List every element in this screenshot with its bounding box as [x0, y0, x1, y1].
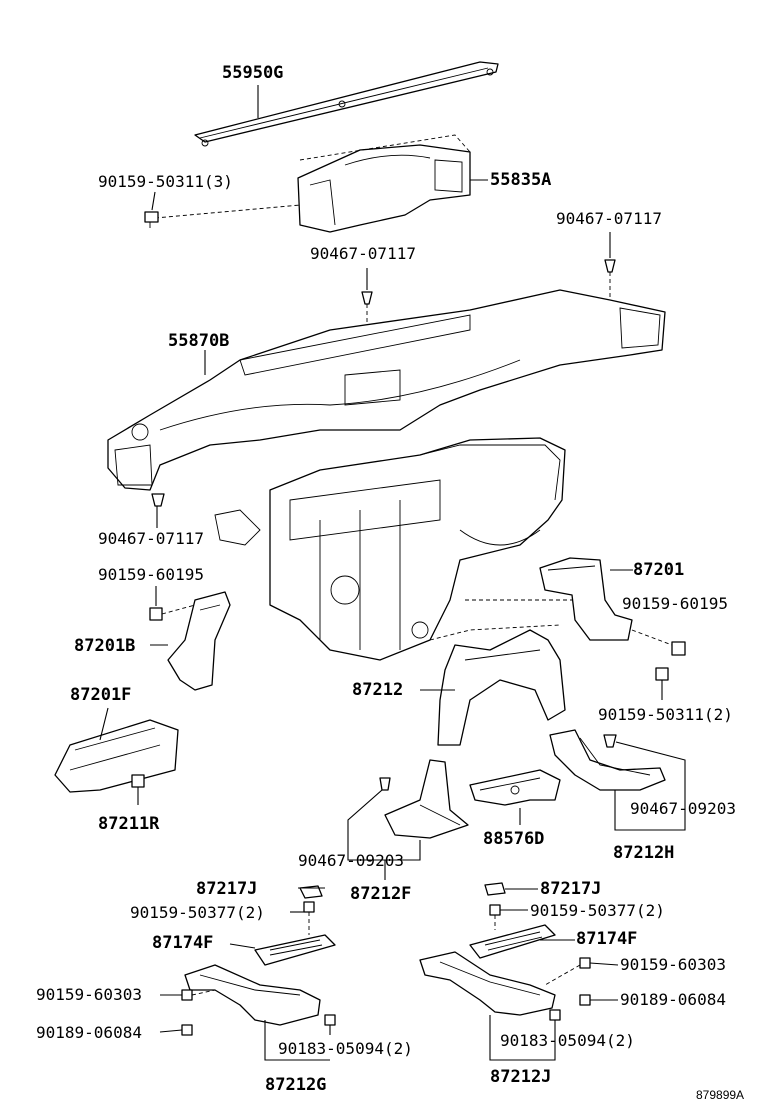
part-87201F-drawing	[54, 719, 179, 793]
part-87212H-drawing	[549, 729, 666, 791]
screw-90159-50377-right-drawing	[489, 904, 501, 930]
clip-90467-07117-right-drawing	[604, 232, 616, 300]
part-87174F-right-drawing	[469, 924, 556, 959]
bolt-90189-06084-left-drawing	[181, 1024, 193, 1036]
bolt-90189-06084-right-drawing	[579, 994, 591, 1006]
label-87212H: 87212H	[613, 843, 675, 863]
label-90183-05094-right: 90183-05094(2)	[500, 1031, 635, 1050]
label-90159-50311-2: 90159-50311(2)	[598, 705, 733, 724]
label-90159-60195-left: 90159-60195	[98, 565, 204, 584]
label-90467-07117-center: 90467-07117	[310, 244, 416, 263]
label-87201F: 87201F	[70, 685, 132, 705]
label-90159-60303-left: 90159-60303	[36, 985, 142, 1004]
label-87212: 87212	[352, 680, 404, 700]
part-88576D-drawing	[469, 769, 561, 806]
part-55835A-drawing	[154, 134, 471, 233]
screw-90159-50377-left-drawing	[303, 901, 315, 935]
part-87212F-drawing	[384, 759, 469, 839]
heater-unit-drawing	[214, 437, 600, 661]
label-90467-07117-right: 90467-07117	[556, 209, 662, 228]
label-87201B: 87201B	[74, 636, 136, 656]
label-87217J-left: 87217J	[196, 879, 258, 899]
label-87174F-left: 87174F	[152, 933, 214, 953]
part-87212-drawing	[429, 624, 566, 746]
label-87211R: 87211R	[98, 814, 160, 834]
bolt-90159-50311-drawing	[144, 211, 159, 228]
bolt-90159-50311-2-drawing	[655, 667, 669, 700]
label-90189-06084-left: 90189-06084	[36, 1023, 142, 1042]
part-87212G-drawing	[184, 964, 321, 1026]
clip-90467-09203-center-drawing	[347, 777, 421, 861]
bolt-90159-60195-left-drawing	[149, 586, 196, 621]
part-55950G-drawing	[194, 61, 499, 147]
part-87217J-right-drawing	[484, 882, 538, 896]
leader-lines	[99, 85, 633, 1033]
part-87201B-drawing	[167, 591, 231, 691]
label-87212F: 87212F	[350, 884, 412, 904]
part-87212J-drawing	[419, 951, 556, 1016]
part-55870B-drawing	[107, 289, 666, 491]
part-87174F-left-drawing	[254, 934, 336, 966]
nut-90183-05094-right-drawing	[489, 1009, 561, 1061]
bolt-90159-60195-right-drawing	[671, 641, 686, 656]
label-90159-50377-left: 90159-50377(2)	[130, 903, 265, 922]
label-88576D: 88576D	[483, 829, 545, 849]
clip-90467-09203-right-drawing	[603, 734, 686, 831]
label-90467-09203-center: 90467-09203	[298, 851, 404, 870]
label-55870B: 55870B	[168, 331, 230, 351]
label-90159-50311-3: 90159-50311(3)	[98, 172, 233, 191]
label-90189-06084-right: 90189-06084	[620, 990, 726, 1009]
label-90159-60303-right: 90159-60303	[620, 955, 726, 974]
label-87174F-right: 87174F	[576, 929, 638, 949]
label-87201: 87201	[633, 560, 685, 580]
label-90159-60195-right: 90159-60195	[622, 594, 728, 613]
label-90159-50377-right: 90159-50377(2)	[530, 901, 665, 920]
label-55835A: 55835A	[490, 170, 552, 190]
label-90467-07117-left: 90467-07117	[98, 529, 204, 548]
bolt-90159-60303-left-drawing	[181, 989, 216, 1001]
part-87201-drawing	[539, 557, 673, 646]
label-87217J-right: 87217J	[540, 879, 602, 899]
diagram-id: 879899A	[696, 1088, 745, 1102]
clip-90467-07117-center-drawing	[361, 268, 373, 330]
label-87212G: 87212G	[265, 1075, 327, 1095]
label-90183-05094-left: 90183-05094(2)	[278, 1039, 413, 1058]
clip-90467-07117-left-drawing	[151, 493, 165, 528]
bolt-90159-60303-right-drawing	[544, 957, 591, 986]
label-90467-09203-right: 90467-09203	[630, 799, 736, 818]
label-87212J: 87212J	[490, 1067, 552, 1087]
part-87217J-left-drawing	[299, 885, 323, 899]
screw-87211R-drawing	[131, 774, 145, 805]
nut-90183-05094-left-drawing	[264, 1014, 336, 1061]
label-55950G: 55950G	[222, 63, 284, 83]
